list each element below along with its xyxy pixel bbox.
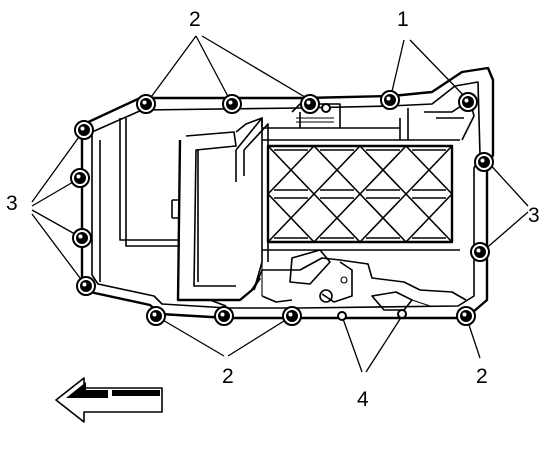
plug bbox=[337, 311, 347, 321]
bolt bbox=[282, 306, 302, 326]
bolt bbox=[76, 276, 96, 296]
lower-details bbox=[209, 249, 467, 311]
bolt bbox=[222, 94, 242, 114]
bolt bbox=[136, 94, 156, 114]
bolt bbox=[470, 242, 490, 262]
bolt bbox=[474, 152, 494, 172]
direction-arrow-icon bbox=[55, 377, 163, 423]
bolts bbox=[70, 90, 494, 326]
bolt bbox=[70, 168, 90, 188]
bolt bbox=[458, 92, 478, 112]
callout-1-top: 1 bbox=[397, 8, 409, 31]
callout-2-top: 2 bbox=[189, 8, 201, 31]
plug bbox=[321, 103, 331, 113]
plug bbox=[397, 309, 407, 319]
callout-3-right: 3 bbox=[528, 204, 540, 227]
bolt bbox=[456, 306, 476, 326]
callout-4-bottom: 4 bbox=[357, 388, 369, 411]
bolt bbox=[300, 94, 320, 114]
callout-3-left: 3 bbox=[6, 192, 18, 215]
bolt bbox=[214, 306, 234, 326]
bolt bbox=[380, 90, 400, 110]
bolt bbox=[74, 120, 94, 140]
callout-2-bottom: 2 bbox=[222, 365, 234, 388]
bolt bbox=[146, 306, 166, 326]
bolt bbox=[72, 228, 92, 248]
strainer-mesh bbox=[266, 144, 454, 244]
callout-2-bottom-right: 2 bbox=[476, 365, 488, 388]
leader-lines bbox=[31, 35, 529, 373]
